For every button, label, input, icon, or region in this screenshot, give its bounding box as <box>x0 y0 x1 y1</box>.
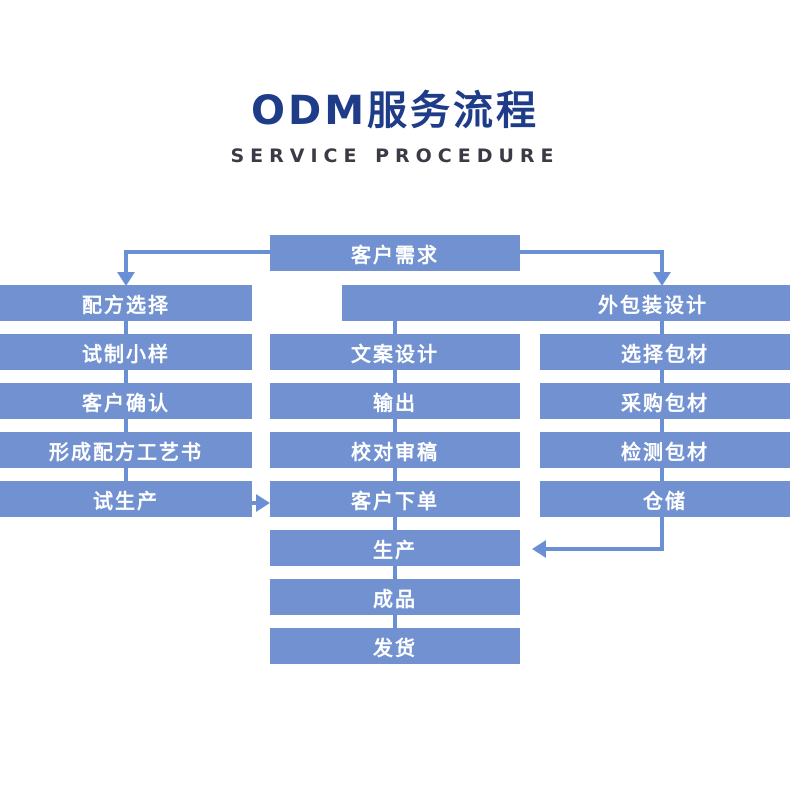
node-label: 客户需求 <box>351 242 439 267</box>
node-label: 输出 <box>373 390 417 415</box>
node-trial-sample[interactable]: 试制小样 <box>0 334 252 370</box>
node-label: 仓储 <box>643 488 687 513</box>
connector-mid-6 <box>393 612 397 630</box>
connector-start-left-vertical <box>124 250 128 274</box>
node-copywriting-design[interactable]: 文案设计 <box>270 334 520 370</box>
connector-packaging-to-copy <box>393 318 397 336</box>
node-purchase-packaging-material[interactable]: 采购包材 <box>540 383 790 419</box>
node-label: 试生产 <box>93 488 159 513</box>
connector-start-left-horizontal <box>124 250 274 254</box>
node-warehousing[interactable]: 仓储 <box>540 481 790 517</box>
connector-packaging-to-material <box>660 318 664 336</box>
arrow-start-to-packaging-design <box>653 272 671 286</box>
node-customer-confirmation[interactable]: 客户确认 <box>0 383 252 419</box>
connector-left-2 <box>124 367 128 385</box>
connector-right-1 <box>660 367 664 385</box>
node-proofreading-review[interactable]: 校对审稿 <box>270 432 520 468</box>
connector-left-4 <box>124 465 128 483</box>
connector-mid-5 <box>393 563 397 581</box>
node-label: 成品 <box>373 586 417 611</box>
node-outer-packaging-design[interactable]: 外包装设计 <box>342 285 790 321</box>
node-shipment[interactable]: 发货 <box>270 628 520 664</box>
node-label: 发货 <box>373 635 417 660</box>
node-label: 文案设计 <box>351 341 439 366</box>
arrow-trial-production-to-customer-order <box>256 494 270 512</box>
node-label: 客户下单 <box>351 488 439 513</box>
connector-start-right-horizontal <box>518 250 664 254</box>
node-inspect-packaging-material[interactable]: 检测包材 <box>540 432 790 468</box>
node-formula-process-document[interactable]: 形成配方工艺书 <box>0 432 252 468</box>
connector-warehouse-to-production <box>546 547 664 551</box>
node-production[interactable]: 生产 <box>270 530 520 566</box>
connector-mid-1 <box>393 367 397 385</box>
node-customer-requirement[interactable]: 客户需求 <box>270 235 520 271</box>
connector-mid-3 <box>393 465 397 483</box>
node-label: 选择包材 <box>621 341 709 366</box>
node-customer-order[interactable]: 客户下单 <box>270 481 520 517</box>
connector-left-3 <box>124 416 128 434</box>
arrow-start-to-formula-branch <box>117 272 135 286</box>
node-label: 校对审稿 <box>351 439 439 464</box>
node-formula-selection[interactable]: 配方选择 <box>0 285 252 321</box>
node-select-packaging-material[interactable]: 选择包材 <box>540 334 790 370</box>
connector-mid-4 <box>393 514 397 532</box>
node-label: 试制小样 <box>82 341 170 366</box>
connector-right-2 <box>660 416 664 434</box>
connector-right-3 <box>660 465 664 483</box>
connector-left-1 <box>124 318 128 336</box>
node-output[interactable]: 输出 <box>270 383 520 419</box>
connector-warehouse-down <box>660 514 664 550</box>
node-trial-production[interactable]: 试生产 <box>0 481 252 517</box>
node-label: 形成配方工艺书 <box>49 439 203 464</box>
node-label: 配方选择 <box>82 292 170 317</box>
node-label: 客户确认 <box>82 390 170 415</box>
page-subtitle: SERVICE PROCEDURE <box>230 145 560 167</box>
node-label: 采购包材 <box>621 390 709 415</box>
node-finished-product[interactable]: 成品 <box>270 579 520 615</box>
node-label: 外包装设计 <box>598 292 708 317</box>
connector-start-right-vertical <box>660 250 664 274</box>
connector-mid-2 <box>393 416 397 434</box>
arrow-warehouse-to-production <box>532 540 546 558</box>
page-title: ODM服务流程 <box>250 88 539 134</box>
node-label: 生产 <box>373 537 417 562</box>
node-label: 检测包材 <box>621 439 709 464</box>
